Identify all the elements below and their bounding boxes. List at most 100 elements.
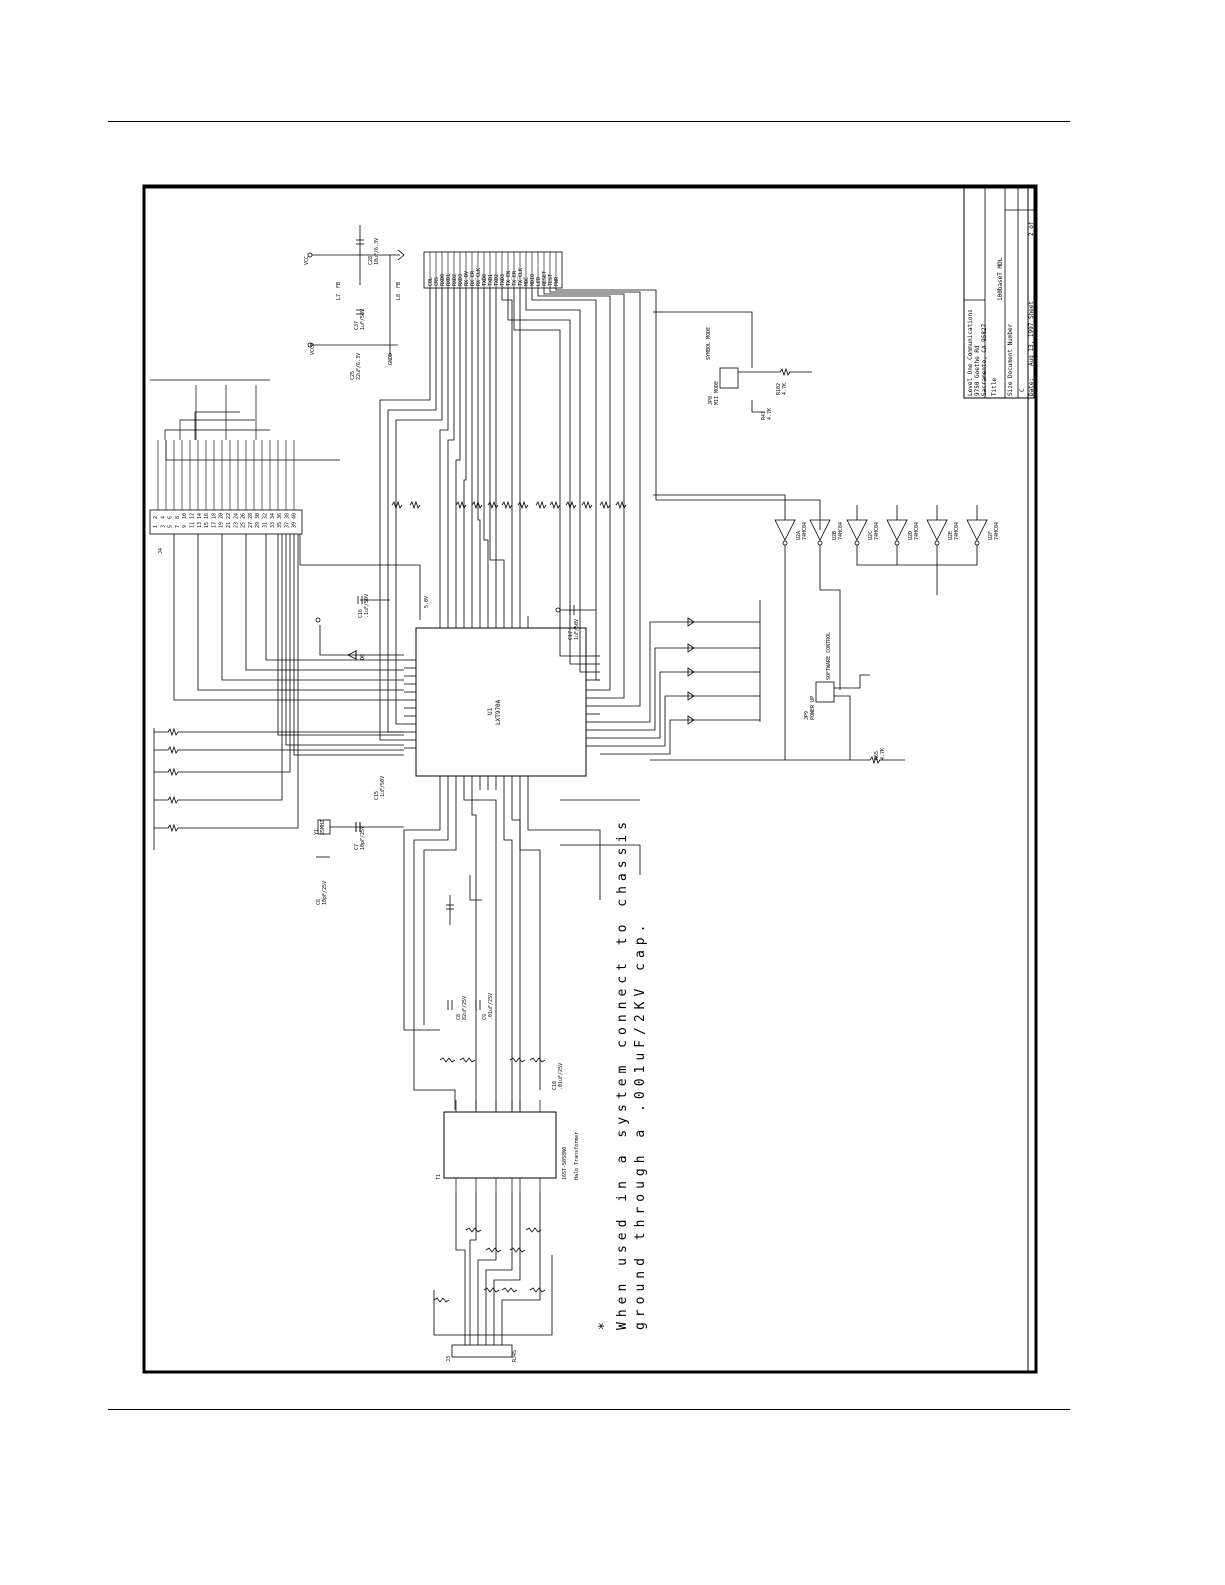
v5-net-label: 5.0V (424, 596, 430, 608)
c16-value: .1uF/50V (364, 594, 370, 618)
jp9-ref: JP9 (804, 711, 810, 720)
mii-pin-left: 35 (277, 522, 283, 528)
mii-pin-left: 21 (226, 522, 232, 528)
mii-pin-left: 29 (255, 522, 261, 528)
header-signal-label: TXD1 (488, 274, 494, 286)
title-block-sheet: 2 of (1028, 221, 1035, 236)
note-line1: When used in a system connect to chassis (615, 817, 630, 1330)
jp8-label: MII MODE (714, 381, 720, 405)
mii-pin-right: 2 (153, 516, 159, 519)
header-signal-label: CRS (434, 277, 440, 286)
transformer-t1: T1 16ST-5058N0 Halo Transformer (436, 1100, 580, 1192)
mii-pin-left: 11 (190, 522, 196, 528)
header-signal-label: MDC (524, 277, 530, 286)
y1-value: 25MHZ (320, 820, 326, 835)
mii-pin-left: 27 (248, 522, 254, 528)
mii-pin-right: 14 (197, 513, 203, 519)
c7-value: 10pF/25V (360, 826, 366, 850)
header-signal-label: RXD0 (440, 274, 446, 286)
r65-ref: R65 (874, 751, 880, 760)
mii-pin-right: 26 (241, 513, 247, 519)
jp8-ref: JP8 (708, 396, 714, 405)
r41-value: 4.7K (767, 408, 773, 420)
header-signal-label: TXD2 (494, 274, 500, 286)
title-block-company: Level One Communications (967, 309, 974, 396)
mii-pin-left: 19 (219, 522, 225, 528)
l7-ref: L7 (336, 294, 342, 300)
u2b-ref: U2B (832, 531, 838, 540)
t1-ref: T1 (436, 1174, 442, 1180)
u2f-part: 74HC04 (994, 522, 1000, 540)
r102-value: 4.7K (782, 383, 788, 395)
u1-ref: U1 (487, 707, 494, 715)
header-signal-label: MDIO (530, 274, 536, 286)
mii-pin-right: 34 (270, 513, 276, 519)
y1-ref: Y1 (314, 829, 320, 835)
r41-ref: R41 (761, 411, 767, 420)
jp9-label: POWER UP (810, 696, 816, 720)
mii-pin-right: 28 (248, 513, 254, 519)
u2a-part: 74HC04 (802, 522, 808, 540)
c25-value: 22uF/6.3V (356, 353, 362, 380)
c17-ref: C17 (568, 631, 574, 640)
led-d6 (315, 596, 404, 660)
header-signal-label: RXD2 (452, 274, 458, 286)
c16-ref: C16 (358, 609, 364, 618)
jumper-jp8 (653, 311, 812, 413)
u2f-ref: U2F (988, 531, 994, 540)
cap-c17 (555, 605, 596, 615)
l8-ref: L8 (396, 294, 402, 300)
mii-pin-right: 24 (233, 513, 239, 519)
t1-part: 16ST-5058N0 (562, 1147, 568, 1180)
c9-ref: C9 (482, 1014, 488, 1020)
crystal-y1: Y1 25MHZ C7 10pF/25V C6 10pF/25V (314, 819, 404, 905)
c10-ref: C10 (552, 1081, 558, 1090)
mii-connector-ref: J4 (158, 548, 164, 554)
mii-pin-right: 40 (292, 513, 298, 519)
c10-value: .01uF/25V (558, 1063, 564, 1090)
j3-ref: J3 (446, 1356, 452, 1362)
header-signal-label: RESET (542, 271, 548, 286)
mii-pin-left: 31 (263, 522, 269, 528)
r102-ref: R102 (776, 383, 782, 395)
c8-value: 82uF/25V (462, 996, 468, 1020)
mii-pin-left: 3 (160, 525, 166, 528)
u2a-ref: U2A (796, 531, 802, 540)
mii-connector: J4 (149, 379, 421, 756)
header-signal-label: TX_CLK (518, 268, 524, 286)
mii-pin-right: 16 (204, 513, 210, 519)
title-block-title-label: Title (991, 378, 998, 396)
note-star: * (597, 1317, 612, 1330)
c15-ref: C15 (374, 791, 380, 800)
c28-value: 10uF/6.3V (374, 238, 380, 265)
header-signal-label: TX_ER (512, 270, 518, 286)
status-leds (600, 600, 850, 761)
u2d-ref: U2D (908, 531, 914, 540)
r65-value: 4.7K (880, 748, 886, 760)
rj45-section (433, 1192, 553, 1358)
u2d-part: 74HC04 (914, 522, 920, 540)
jumper-jp9 (815, 674, 905, 765)
u1-part: LXT970A (495, 699, 502, 725)
u2c-ref: U2C (868, 531, 874, 540)
title-block-date: Aug 13, 1997 Sheet (1028, 301, 1035, 366)
title-block-size: C (1019, 388, 1026, 392)
j3-part: RJ45 (512, 1350, 518, 1362)
c25-ref: C25 (350, 371, 356, 380)
mii-pin-right: 10 (182, 513, 188, 519)
d6-ref: D6 (360, 654, 366, 660)
mii-pin-right: 30 (255, 513, 261, 519)
title-block-title: 100baseT MDL (997, 257, 1004, 301)
power-filter-top (307, 225, 405, 355)
c8-ref: C8 (456, 1014, 462, 1020)
mii-pin-right: 20 (219, 513, 225, 519)
header-signal-label: RXD3 (458, 274, 464, 286)
header-signal-label: RX_CLK (476, 268, 482, 286)
c7-ref: C7 (354, 844, 360, 850)
mii-pin-left: 39 (292, 522, 298, 528)
c17-value: 1uF/50V (574, 619, 580, 640)
header-signal-label: TXD0 (482, 274, 488, 286)
u2c-part: 74HC04 (874, 522, 880, 540)
analog-section (403, 790, 641, 1110)
